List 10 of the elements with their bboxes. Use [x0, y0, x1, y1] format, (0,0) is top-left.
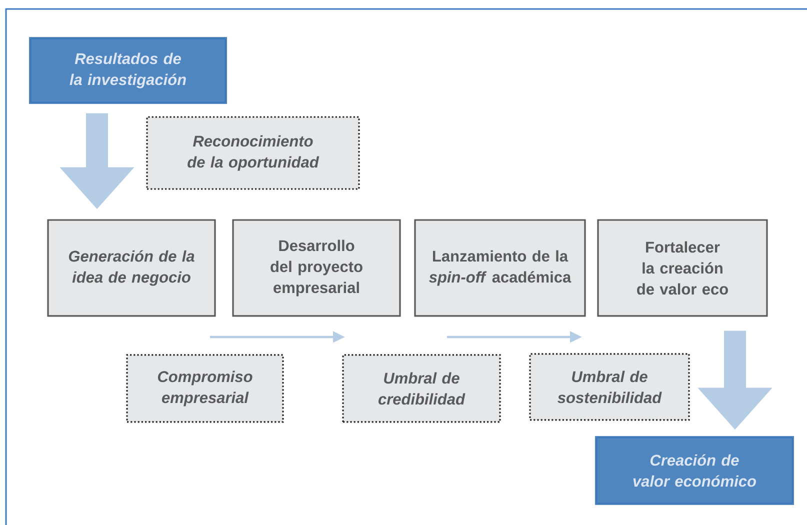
phase-box: Fortalecer la creación de valor eco	[597, 219, 768, 317]
phase-box: Lanzamiento de la spin-off académica	[414, 219, 586, 317]
start-box: Resultados de la investigación	[29, 37, 227, 104]
threshold-box: Umbral de credibilidad	[342, 354, 501, 423]
threshold-box: Compromiso empresarial	[126, 354, 284, 423]
phase-box: Desarrollo del proyecto empresarial	[232, 219, 401, 317]
start-box: Creación de valor económico	[595, 436, 794, 505]
phase-box: Generación de la idea de negocio	[47, 219, 216, 317]
threshold-box: Reconocimiento de la oportunidad	[146, 116, 360, 190]
threshold-box: Umbral de sostenibilidad	[529, 353, 690, 421]
